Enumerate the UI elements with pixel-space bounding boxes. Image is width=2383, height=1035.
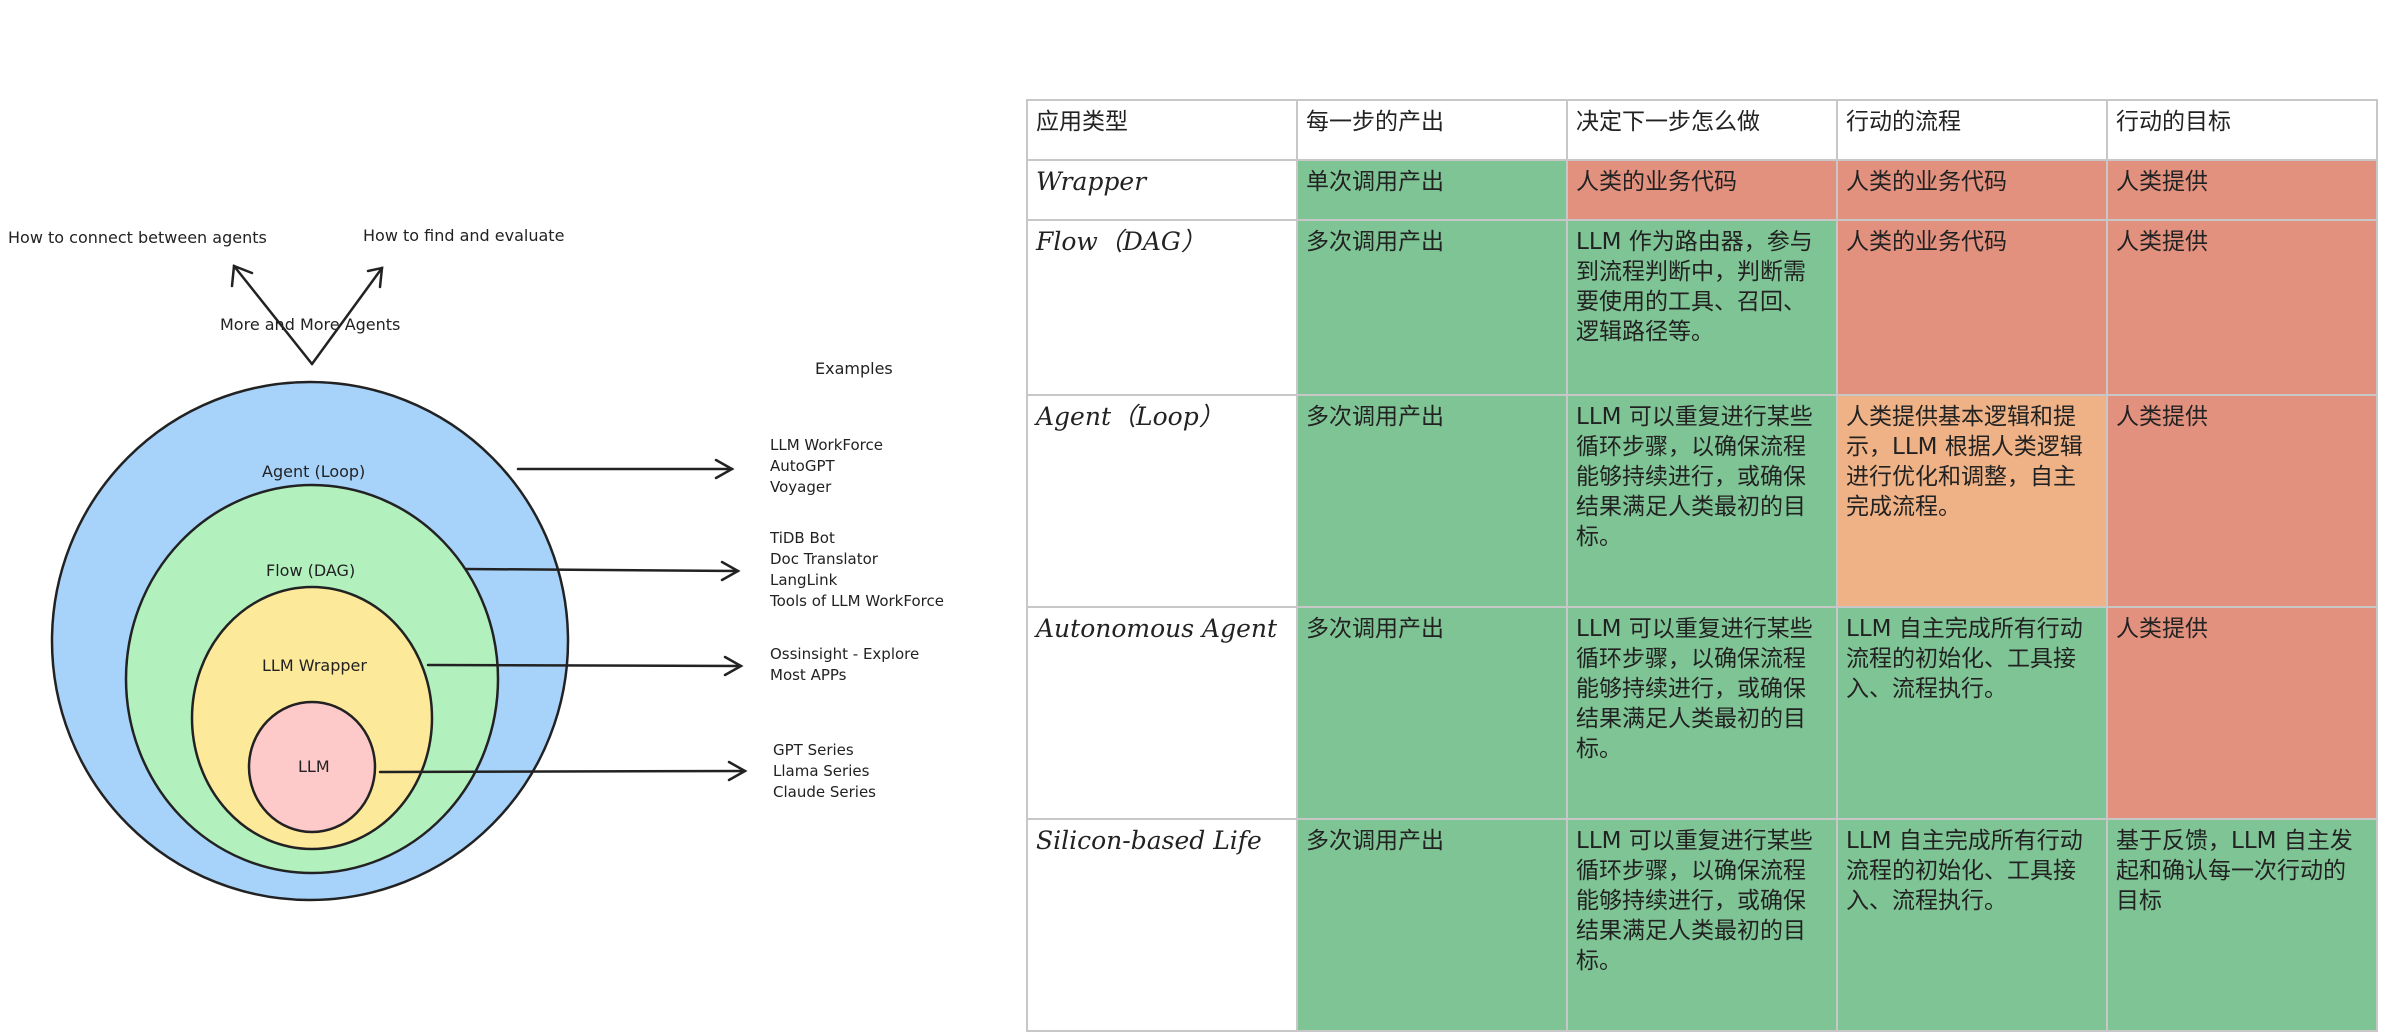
example-item: GPT Series xyxy=(773,741,854,759)
table-cell: LLM 自主完成所有行动流程的初始化、工具接入、流程执行。 xyxy=(1836,818,2108,1032)
examples-llm-wrapper: Ossinsight - Explore Most APPs xyxy=(770,645,919,684)
example-item: AutoGPT xyxy=(770,457,835,475)
table-cell: 多次调用产出 xyxy=(1296,606,1568,820)
table-cell: LLM 作为路由器，参与到流程判断中，判断需要使用的工具、召回、逻辑路径等。 xyxy=(1566,219,1838,396)
ring-llm xyxy=(247,700,377,834)
example-item: Voyager xyxy=(770,478,832,496)
example-item: TiDB Bot xyxy=(769,529,835,547)
table-header-row: 应用类型 每一步的产出 决定下一步怎么做 行动的流程 行动的目标 xyxy=(1026,99,2378,161)
table-row: Wrapper 单次调用产出 人类的业务代码 人类的业务代码 人类提供 xyxy=(1026,159,2378,221)
example-item: LangLink xyxy=(770,571,838,589)
header-step-output: 每一步的产出 xyxy=(1296,99,1568,161)
table-cell: 人类的业务代码 xyxy=(1836,219,2108,396)
row-type-flow-dag: Flow（DAG） xyxy=(1026,219,1298,396)
example-item: LLM WorkForce xyxy=(770,436,883,454)
header-action-flow: 行动的流程 xyxy=(1836,99,2108,161)
table-row: Flow（DAG） 多次调用产出 LLM 作为路由器，参与到流程判断中，判断需要… xyxy=(1026,219,2378,396)
table-cell: LLM 可以重复进行某些循环步骤，以确保流程能够持续进行，或确保结果满足人类最初… xyxy=(1566,606,1838,820)
header-action-goal: 行动的目标 xyxy=(2106,99,2378,161)
table-cell: 多次调用产出 xyxy=(1296,219,1568,396)
row-type-agent-loop: Agent（Loop） xyxy=(1026,394,1298,608)
example-item: Most APPs xyxy=(770,666,847,684)
examples-title: Examples xyxy=(815,359,893,378)
ring-label-flow-dag: Flow (DAG) xyxy=(266,561,355,580)
row-type-autonomous-agent: Autonomous Agent xyxy=(1026,606,1298,820)
example-item: Tools of LLM WorkForce xyxy=(769,592,944,610)
ring-label-llm-wrapper: LLM Wrapper xyxy=(262,656,367,675)
ring-label-agent-loop: Agent (Loop) xyxy=(262,462,365,481)
examples-flow-dag: TiDB Bot Doc Translator LangLink Tools o… xyxy=(769,529,944,610)
examples-llm: GPT Series Llama Series Claude Series xyxy=(773,741,876,801)
table-cell: LLM 自主完成所有行动流程的初始化、工具接入、流程执行。 xyxy=(1836,606,2108,820)
table-cell: 人类的业务代码 xyxy=(1836,159,2108,221)
ring-label-llm: LLM xyxy=(298,757,330,776)
comparison-table-container: 应用类型 每一步的产出 决定下一步怎么做 行动的流程 行动的目标 Wrapper… xyxy=(1026,99,2378,1032)
v-arrows xyxy=(230,264,384,366)
table-cell: LLM 可以重复进行某些循环步骤，以确保流程能够持续进行，或确保结果满足人类最初… xyxy=(1566,818,1838,1032)
table-cell: LLM 可以重复进行某些循环步骤，以确保流程能够持续进行，或确保结果满足人类最初… xyxy=(1566,394,1838,608)
example-item: Ossinsight - Explore xyxy=(770,645,919,663)
table-cell: 人类提供 xyxy=(2106,219,2378,396)
row-type-wrapper: Wrapper xyxy=(1026,159,1298,221)
top-label-evaluate: How to find and evaluate xyxy=(363,226,564,245)
example-item: Llama Series xyxy=(773,762,870,780)
example-arrows xyxy=(378,458,748,782)
examples-agent-loop: LLM WorkForce AutoGPT Voyager xyxy=(770,436,883,496)
table-cell: 人类提供基本逻辑和提示，LLM 根据人类逻辑进行优化和调整，自主完成流程。 xyxy=(1836,394,2108,608)
table-cell: 基于反馈，LLM 自主发起和确认每一次行动的目标 xyxy=(2106,818,2378,1032)
table-cell: 多次调用产出 xyxy=(1296,394,1568,608)
example-item: Claude Series xyxy=(773,783,876,801)
header-next-step: 决定下一步怎么做 xyxy=(1566,99,1838,161)
table-cell: 多次调用产出 xyxy=(1296,818,1568,1032)
row-type-silicon-based-life: Silicon-based Life xyxy=(1026,818,1298,1032)
top-label-more-agents: More and More Agents xyxy=(220,315,400,334)
table-cell: 人类的业务代码 xyxy=(1566,159,1838,221)
table-cell: 人类提供 xyxy=(2106,606,2378,820)
table-row: Silicon-based Life 多次调用产出 LLM 可以重复进行某些循环… xyxy=(1026,818,2378,1032)
table-row: Autonomous Agent 多次调用产出 LLM 可以重复进行某些循环步骤… xyxy=(1026,606,2378,820)
header-app-type: 应用类型 xyxy=(1026,99,1298,161)
table-cell: 人类提供 xyxy=(2106,394,2378,608)
table-cell: 人类提供 xyxy=(2106,159,2378,221)
top-label-connect: How to connect between agents xyxy=(8,228,267,247)
table-cell: 单次调用产出 xyxy=(1296,159,1568,221)
layers-diagram: How to connect between agents How to fin… xyxy=(8,226,944,902)
table-row: Agent（Loop） 多次调用产出 LLM 可以重复进行某些循环步骤，以确保流… xyxy=(1026,394,2378,608)
comparison-table: 应用类型 每一步的产出 决定下一步怎么做 行动的流程 行动的目标 Wrapper… xyxy=(1026,99,2378,1032)
example-item: Doc Translator xyxy=(770,550,879,568)
